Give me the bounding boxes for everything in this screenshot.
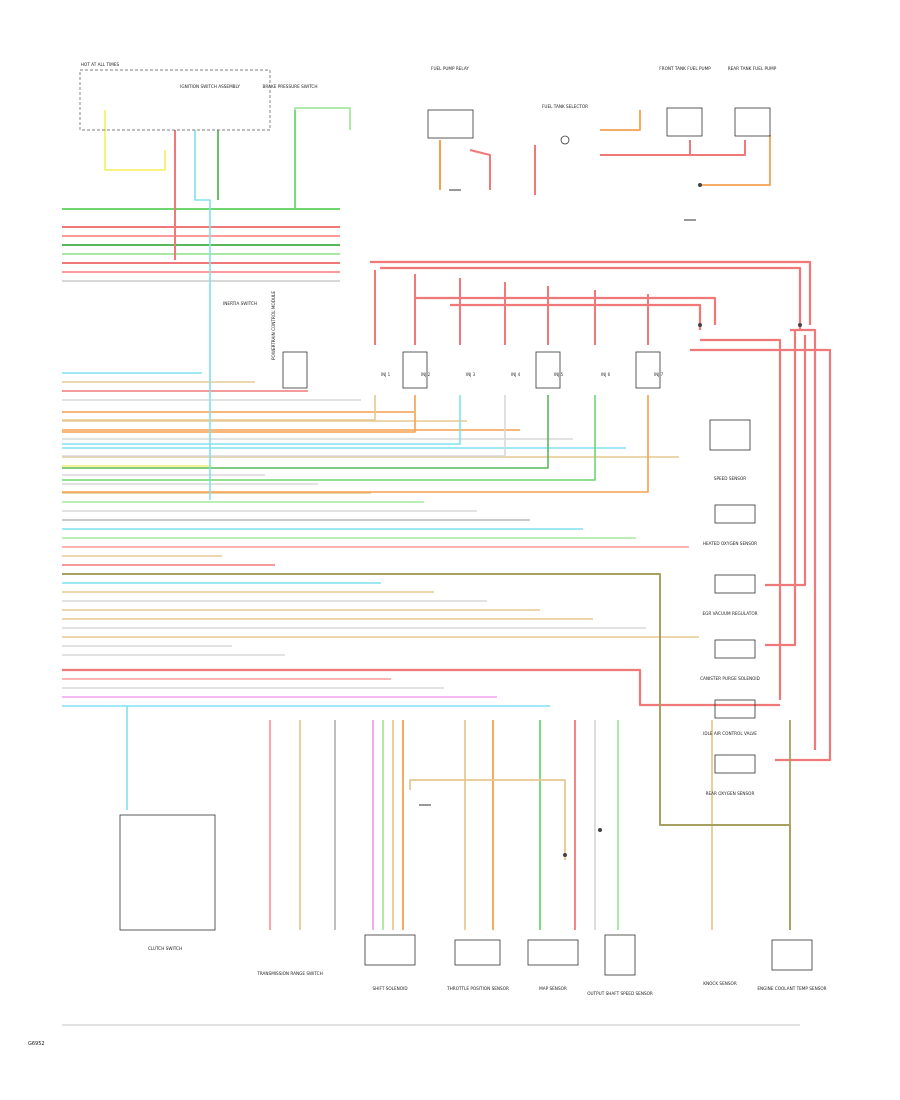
injector-1-label: INJ 1 [381,372,391,377]
fuel-pump-relay-label: FUEL PUMP RELAY [431,66,469,71]
olive-run [62,573,791,930]
power-feed-4 [415,296,717,325]
splice-1 [798,323,802,327]
wire-layer [62,107,832,1026]
knock-sensor-label: KNOCK SENSOR [703,981,737,986]
brake-green [294,107,351,130]
ign-yellow [104,110,166,171]
map-sensor-label: MAP SENSOR [539,986,567,991]
injector-box-3 [635,351,661,389]
output-shaft-box [604,934,636,976]
power-feed-3 [380,266,802,330]
brake-switch-label: BRAKE PRESSURE SWITCH [263,84,318,89]
power-feed-5 [450,303,702,330]
ect-box [771,939,813,971]
speed-sensor-box [709,419,751,451]
rear-fuel-pump-label: REAR TANK FUEL PUMP [728,66,777,71]
splice-0 [698,323,702,327]
inj-out-6 [62,395,649,493]
clutch-switch-label: CLUTCH SWITCH [148,946,182,951]
splice-2 [563,853,567,857]
clutch-switch-box [119,814,216,931]
injector-6-label: INJ 6 [601,372,611,377]
tan-run [409,779,566,860]
throttle-position-label: THROTTLE POSITION SENSOR [446,986,509,991]
iac-box [714,699,756,719]
fuel-pump-relay-box [427,109,474,139]
pump-orange [700,135,771,186]
component-layer: HOT AT ALL TIMES IGNITION SWITCH ASSEMBLY… [79,62,827,996]
shift-solenoid-label: SHIFT SOLENOID [372,986,407,991]
transmission-switch-label: TRANSMISSION RANGE SWITCH [256,971,323,976]
front-fuel-pump-label: FRONT TANK FUEL PUMP [659,66,711,71]
power-feed-2 [370,260,812,325]
inj-out-2 [62,395,461,445]
ign-blue [194,130,211,500]
engine-coolant-label: ENGINE COOLANT TEMP SENSOR [757,986,826,991]
heated-o2-sensor-label: HEATED OXYGEN SENSOR [703,541,757,546]
splice-3 [598,828,602,832]
inertia-switch-label: INERTIA SWITCH [223,301,257,306]
power-feed-8 [765,335,807,587]
injector-2-label: INJ 2 [421,372,431,377]
pump-red-1 [600,140,691,156]
splice-4 [698,183,702,187]
inj-out-3 [62,395,506,457]
egr-valve-label: EGR VACUUM REGULATOR [702,611,757,616]
fuel-tank-selector-label: FUEL TANK SELECTOR [542,104,588,109]
pump-red-2 [690,140,746,156]
ignition-switch-enclosure [79,69,271,131]
power-feed-6 [700,338,782,700]
power-feed-7 [690,348,832,762]
injector-5-label: INJ 5 [554,372,564,377]
egr-box [714,574,756,594]
power-feed-9 [765,330,797,647]
diagram-reference: G6952 [28,1041,45,1047]
injector-box-2 [535,351,561,389]
selector-switch-pivot [560,135,570,145]
heated-o2-box [714,504,756,524]
hot-at-all-times-label: HOT AT ALL TIMES [81,62,120,67]
output-shaft-label: OUTPUT SHAFT SPEED SENSOR [587,991,653,996]
rear-o2-sensor-label: REAR OXYGEN SENSOR [706,791,755,796]
inj-out-0 [62,395,376,421]
power-feed-1 [62,668,780,707]
pcm-label: POWERTRAIN CONTROL MODULE [271,291,276,360]
power-feed-10 [790,328,817,750]
injector-box-1 [402,351,428,389]
inj-out-1 [62,395,416,433]
rear-o2-box [714,754,756,774]
canister-purge-box [714,639,756,659]
relay-red [469,149,491,190]
shift-solenoid-box [364,934,416,966]
canister-purge-label: CANISTER PURGE SOLENOID [700,676,760,681]
map-box [527,939,579,966]
front-fuel-pump-box [666,107,703,137]
speed-sensor-label: SPEED SENSOR [714,476,746,481]
injector-box-0 [282,351,308,389]
injector-3-label: INJ 3 [466,372,476,377]
rear-fuel-pump-box [734,107,771,137]
injector-4-label: INJ 4 [511,372,521,377]
injector-7-label: INJ 7 [654,372,664,377]
idle-air-control-label: IDLE AIR CONTROL VALVE [703,731,757,736]
tps-box [454,939,501,966]
selector-orange [600,110,641,131]
inj-out-4 [62,395,549,469]
ignition-switch-label: IGNITION SWITCH ASSEMBLY [180,84,240,89]
inj-out-5 [62,395,596,481]
